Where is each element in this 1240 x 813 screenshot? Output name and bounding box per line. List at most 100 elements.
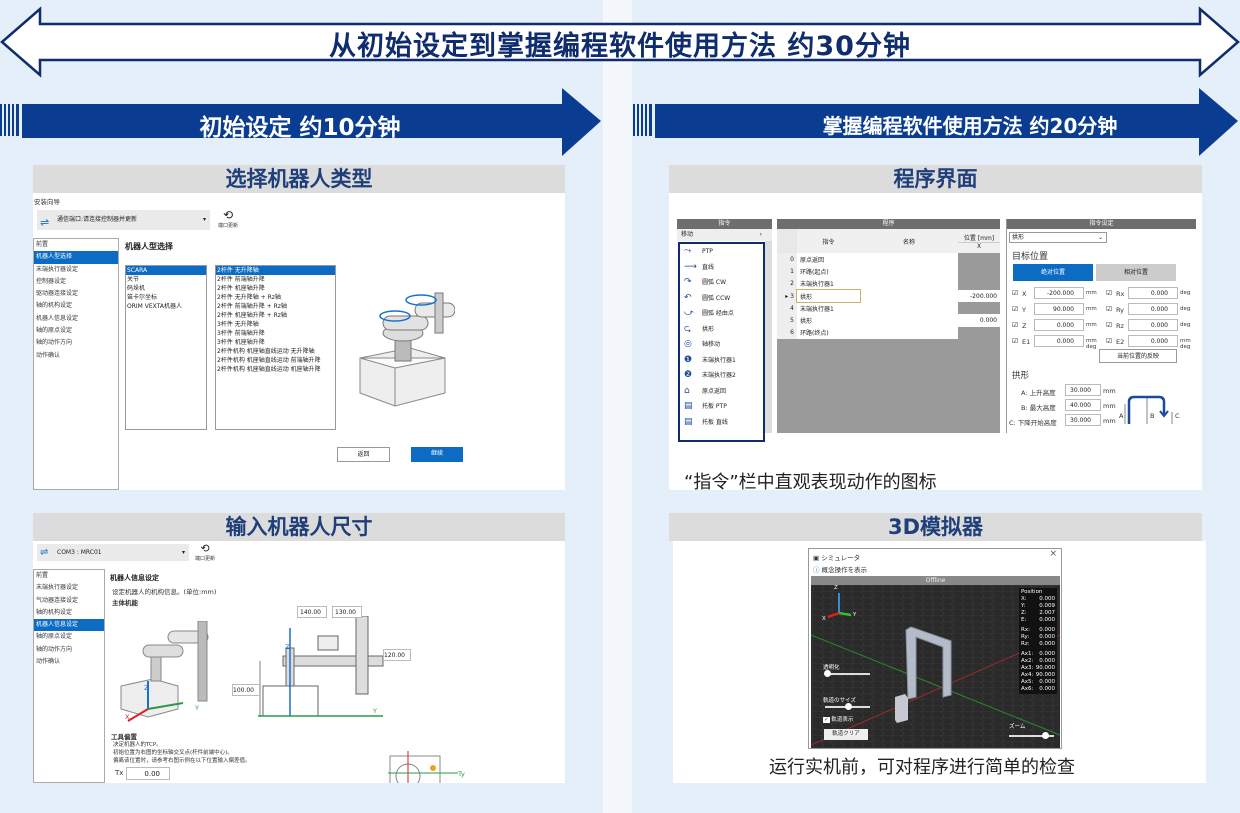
slider-thumb[interactable]	[824, 670, 832, 677]
wizard-nav-item[interactable]: 轴的机构设定	[36, 302, 73, 310]
port-update-button[interactable]: ⟲ 端口更新	[192, 543, 218, 563]
list-option[interactable]: 2杆件 无升降轴 + Rz轴	[217, 294, 281, 301]
absolute-position-button[interactable]: 绝对位置	[1013, 264, 1093, 281]
arch-field-input[interactable]: 30.000	[1065, 384, 1101, 396]
axis-value-input[interactable]: 0.000	[1034, 319, 1084, 331]
wizard-nav-item[interactable]: 轴的动作方向	[36, 339, 73, 347]
row-x[interactable]	[958, 302, 1000, 315]
list-option[interactable]: 笛卡尔坐标	[127, 294, 158, 301]
port-update-button[interactable]: ⟲ 端口更新	[214, 209, 242, 230]
axis-checkbox[interactable]: ☑	[1012, 321, 1019, 329]
wizard-nav-item[interactable]: 轴的动作方向	[36, 645, 73, 653]
command-item[interactable]: ⌂原点返回	[680, 384, 763, 400]
port-dropdown[interactable]: ⇌ 通信端口:请连接控制器并更新 ▾	[37, 210, 210, 230]
zoom-slider[interactable]	[1009, 732, 1054, 739]
dimension-input-2[interactable]: 130.00	[332, 606, 362, 618]
row-name[interactable]	[860, 327, 958, 339]
relative-position-button[interactable]: 相对位置	[1096, 264, 1176, 281]
reflect-current-position-button[interactable]: 当前位置的反映	[1099, 349, 1177, 363]
list-option[interactable]: 2杆件机构 机座轴直线运动 机座轴升降	[217, 366, 321, 373]
next-button[interactable]: 继续	[411, 447, 463, 462]
command-item[interactable]: ⮎拱形	[680, 322, 763, 338]
row-x[interactable]	[958, 253, 1000, 266]
axis-value-input[interactable]: 0.000	[1128, 335, 1178, 347]
command-item[interactable]: ↶圆弧 CCW	[680, 291, 763, 307]
axis-checkbox[interactable]: ☑	[1012, 289, 1019, 297]
list-option[interactable]: 2杆件机构 机座轴直线运动 无升降轴	[217, 348, 315, 355]
command-item[interactable]: ⤻圆弧 经由点	[680, 306, 763, 322]
row-name[interactable]	[860, 302, 958, 314]
scrollbar[interactable]	[765, 241, 772, 433]
close-icon[interactable]: ×	[1049, 549, 1057, 559]
trail-show-checkbox[interactable]: ✓ 軌道表示	[823, 715, 853, 723]
row-name[interactable]	[860, 253, 958, 265]
trail-size-slider[interactable]	[825, 703, 870, 710]
list-option[interactable]: 3杆件 前端轴升降	[217, 330, 265, 337]
axis-checkbox[interactable]: ☑	[1106, 289, 1113, 297]
command-item[interactable]: ⤳PTP	[680, 244, 763, 260]
wizard-nav-item[interactable]: 机器人信息设定	[34, 619, 104, 632]
wizard-nav-item[interactable]: 轴的原点设定	[36, 633, 73, 641]
help-link[interactable]: ⓘ 概念操作を表示	[813, 564, 867, 574]
slider-thumb[interactable]	[844, 703, 852, 710]
wizard-nav-item[interactable]: 轴的机构设定	[36, 608, 73, 616]
list-option[interactable]: 3杆件 机座轴升降	[217, 339, 265, 346]
row-command[interactable]: 末端执行器1	[800, 281, 834, 289]
wizard-nav-item[interactable]: 末端执行器设定	[36, 265, 79, 273]
list-option[interactable]: 2杆件 前端轴升降	[217, 276, 265, 283]
back-button[interactable]: 返回	[337, 447, 390, 462]
tx-input[interactable]: 0.00	[126, 767, 170, 780]
row-name[interactable]	[860, 265, 958, 277]
axis-checkbox[interactable]: ☑	[1012, 337, 1019, 345]
axis-value-input[interactable]: -200.000	[1034, 287, 1084, 299]
transparency-slider[interactable]	[824, 670, 870, 677]
port-dropdown[interactable]: ⇌ COM3 : MRC01 ▾	[37, 544, 189, 561]
trail-clear-button[interactable]: 軌道クリア	[824, 729, 868, 740]
wizard-nav-item[interactable]: 前置	[36, 241, 49, 248]
row-command[interactable]: 拱形	[800, 318, 813, 326]
wizard-nav-item[interactable]: 驱动器连接设定	[36, 290, 79, 298]
row-command[interactable]: 环路(起点)	[800, 268, 829, 276]
row-command[interactable]: 末端执行器1	[800, 305, 834, 313]
wizard-nav-item[interactable]: 动作确认	[36, 658, 61, 666]
row-command[interactable]: 原点返回	[800, 256, 825, 264]
wizard-nav-item[interactable]: 控制器设定	[36, 277, 67, 285]
list-option[interactable]: 2杆件 机座轴升降 + Rz轴	[217, 312, 287, 319]
command-item[interactable]: ▤托板 直线	[680, 415, 763, 431]
command-item[interactable]: ↷圆弧 CW	[680, 275, 763, 291]
list-option[interactable]: 2杆件 前端轴升降 + Rz轴	[217, 303, 287, 310]
dimension-input-4[interactable]: 100.00	[232, 684, 260, 696]
row-x[interactable]: 0.000	[979, 317, 997, 325]
list-option[interactable]: SCARA	[126, 266, 206, 275]
axis-checkbox[interactable]: ☑	[1106, 337, 1113, 345]
arch-field-input[interactable]: 40.000	[1065, 399, 1101, 411]
wizard-nav-item[interactable]: 机器人信息设定	[36, 314, 79, 322]
list-option[interactable]: 2杆件 机座轴升降	[217, 285, 265, 292]
axis-checkbox[interactable]: ☑	[1106, 305, 1113, 313]
command-group-move[interactable]: 移动 ›	[677, 229, 772, 241]
row-command[interactable]: 环路(终点)	[800, 330, 829, 338]
command-item[interactable]: ▤托板 PTP	[680, 399, 763, 415]
arch-field-input[interactable]: 30.000	[1065, 414, 1101, 426]
axis-value-input[interactable]: 0.000	[1128, 303, 1178, 315]
axis-value-input[interactable]: 0.000	[1034, 335, 1084, 347]
axis-value-input[interactable]: 90.000	[1034, 303, 1084, 315]
row-x[interactable]: -200.000	[970, 292, 997, 300]
list-option[interactable]: ORIM VEXTA机器人	[127, 303, 182, 310]
wizard-nav-item[interactable]: 动作确认	[36, 351, 61, 359]
axis-value-input[interactable]: 0.000	[1128, 319, 1178, 331]
row-x[interactable]	[958, 265, 1000, 278]
wizard-nav-item[interactable]: 末端执行器设定	[36, 584, 79, 592]
row-command[interactable]: 拱形	[796, 288, 861, 304]
row-name[interactable]	[860, 278, 958, 290]
wizard-nav-item[interactable]: 轴的原点设定	[36, 327, 73, 335]
dimension-input-3[interactable]: 120.00	[383, 649, 411, 661]
